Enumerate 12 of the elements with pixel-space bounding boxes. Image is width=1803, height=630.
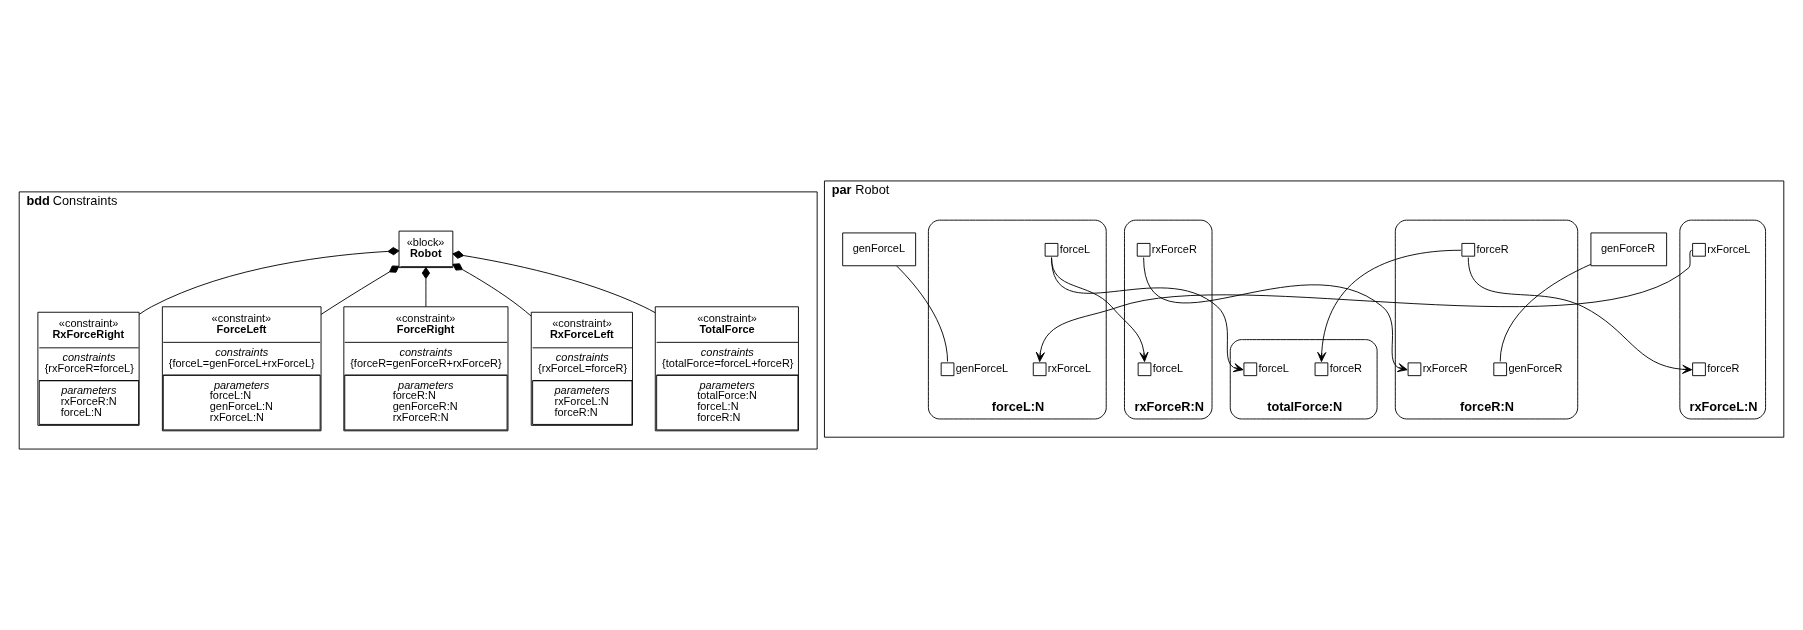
node-label: forceR [1329,362,1362,375]
node-label: forceL [1258,362,1289,375]
node-label: rxForceL [1047,362,1092,375]
node-label: genForceR [1508,362,1563,375]
node-label: rxForceL [1707,242,1751,255]
node-label: rxForceR [1151,242,1197,255]
node-label: genForceL [955,362,1009,375]
node-label: forceR [1707,362,1740,375]
node-label: forceL [1059,242,1091,255]
node-label: rxForceR [1422,362,1468,375]
node-label: forceL [1152,362,1184,375]
node-label: forceR [1476,242,1509,255]
